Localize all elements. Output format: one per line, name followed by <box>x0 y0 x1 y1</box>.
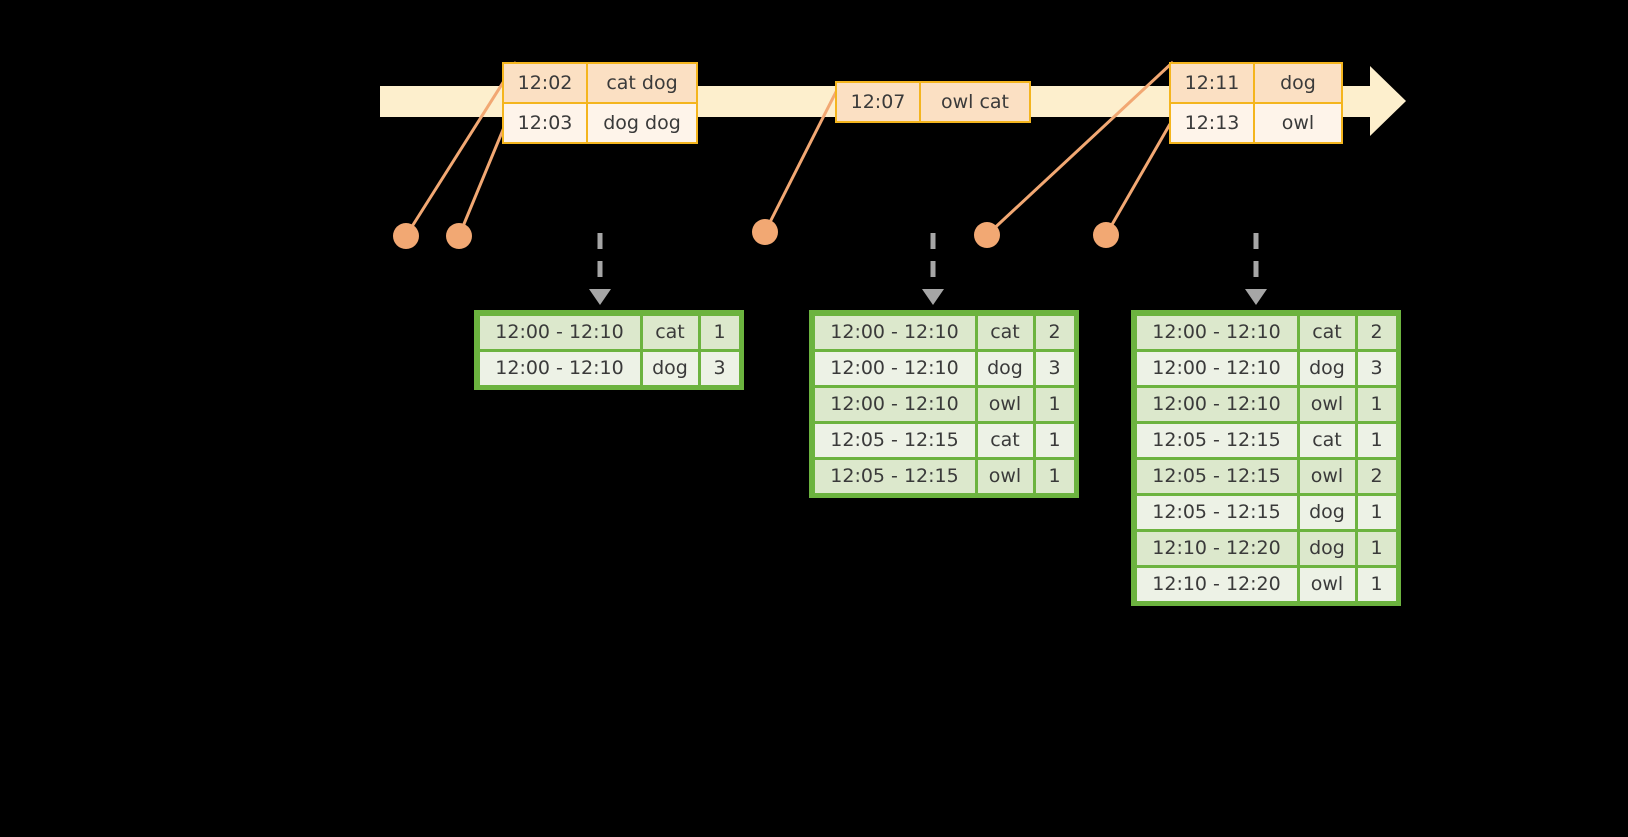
word-cell: cat <box>1299 315 1355 349</box>
window-cell: 12:10 - 12:20 <box>1136 531 1297 565</box>
word-cell: dog <box>1299 351 1355 385</box>
event-time: 12:03 <box>504 104 588 142</box>
dashed-arrow-3-head-icon <box>1245 289 1267 305</box>
event-words: owl cat <box>921 83 1029 121</box>
word-cell: dog <box>977 351 1033 385</box>
window-cell: 12:00 - 12:10 <box>479 315 640 349</box>
connector-1211-dot[interactable] <box>974 222 1000 248</box>
count-cell: 1 <box>1357 387 1396 421</box>
dashed-arrow-2-head-icon <box>922 289 944 305</box>
event-words: cat dog <box>588 64 696 102</box>
connector-1203-dot[interactable] <box>446 223 472 249</box>
word-cell: dog <box>642 351 698 385</box>
window-cell: 12:05 - 12:15 <box>1136 423 1297 457</box>
word-cell: cat <box>977 315 1033 349</box>
word-cell: owl <box>1299 567 1355 601</box>
count-cell: 3 <box>1357 351 1396 385</box>
window-cell: 12:05 - 12:15 <box>1136 495 1297 529</box>
connector-1213-dot[interactable] <box>1093 222 1119 248</box>
count-cell: 1 <box>700 315 739 349</box>
window-cell: 12:05 - 12:15 <box>814 459 975 493</box>
window-cell: 12:00 - 12:10 <box>814 351 975 385</box>
word-cell: cat <box>642 315 698 349</box>
event-words: dog <box>1255 64 1341 102</box>
window-cell: 12:00 - 12:10 <box>479 351 640 385</box>
timeline-arrow-head-icon <box>1370 66 1406 136</box>
window-cell: 12:05 - 12:15 <box>1136 459 1297 493</box>
event-time: 12:07 <box>837 83 921 121</box>
count-cell: 1 <box>1357 495 1396 529</box>
count-cell: 1 <box>1035 459 1074 493</box>
window-cell: 12:05 - 12:15 <box>814 423 975 457</box>
count-cell: 3 <box>700 351 739 385</box>
count-cell: 2 <box>1357 459 1396 493</box>
count-cell: 1 <box>1357 423 1396 457</box>
count-cell: 1 <box>1357 531 1396 565</box>
window-cell: 12:00 - 12:10 <box>1136 351 1297 385</box>
event-words: dog dog <box>588 104 696 142</box>
window-cell: 12:10 - 12:20 <box>1136 567 1297 601</box>
count-cell: 1 <box>1035 387 1074 421</box>
connector-1203-line <box>457 124 507 237</box>
word-cell: owl <box>1299 459 1355 493</box>
count-cell: 2 <box>1035 315 1074 349</box>
word-cell: cat <box>977 423 1033 457</box>
word-cell: owl <box>1299 387 1355 421</box>
connector-1207-dot[interactable] <box>752 219 778 245</box>
connector-1213-line <box>1104 123 1172 236</box>
event-time: 12:11 <box>1171 64 1255 102</box>
word-cell: dog <box>1299 495 1355 529</box>
connector-1202-dot[interactable] <box>393 223 419 249</box>
event-time: 12:13 <box>1171 104 1255 142</box>
count-cell: 1 <box>1357 567 1396 601</box>
event-words: owl <box>1255 104 1341 142</box>
event-time: 12:02 <box>504 64 588 102</box>
count-cell: 2 <box>1357 315 1396 349</box>
word-cell: dog <box>1299 531 1355 565</box>
count-cell: 3 <box>1035 351 1074 385</box>
word-cell: owl <box>977 387 1033 421</box>
count-cell: 1 <box>1035 423 1074 457</box>
window-cell: 12:00 - 12:10 <box>1136 387 1297 421</box>
word-cell: owl <box>977 459 1033 493</box>
dashed-arrow-1-head-icon <box>589 289 611 305</box>
window-cell: 12:00 - 12:10 <box>1136 315 1297 349</box>
window-cell: 12:00 - 12:10 <box>814 387 975 421</box>
window-cell: 12:00 - 12:10 <box>814 315 975 349</box>
word-cell: cat <box>1299 423 1355 457</box>
